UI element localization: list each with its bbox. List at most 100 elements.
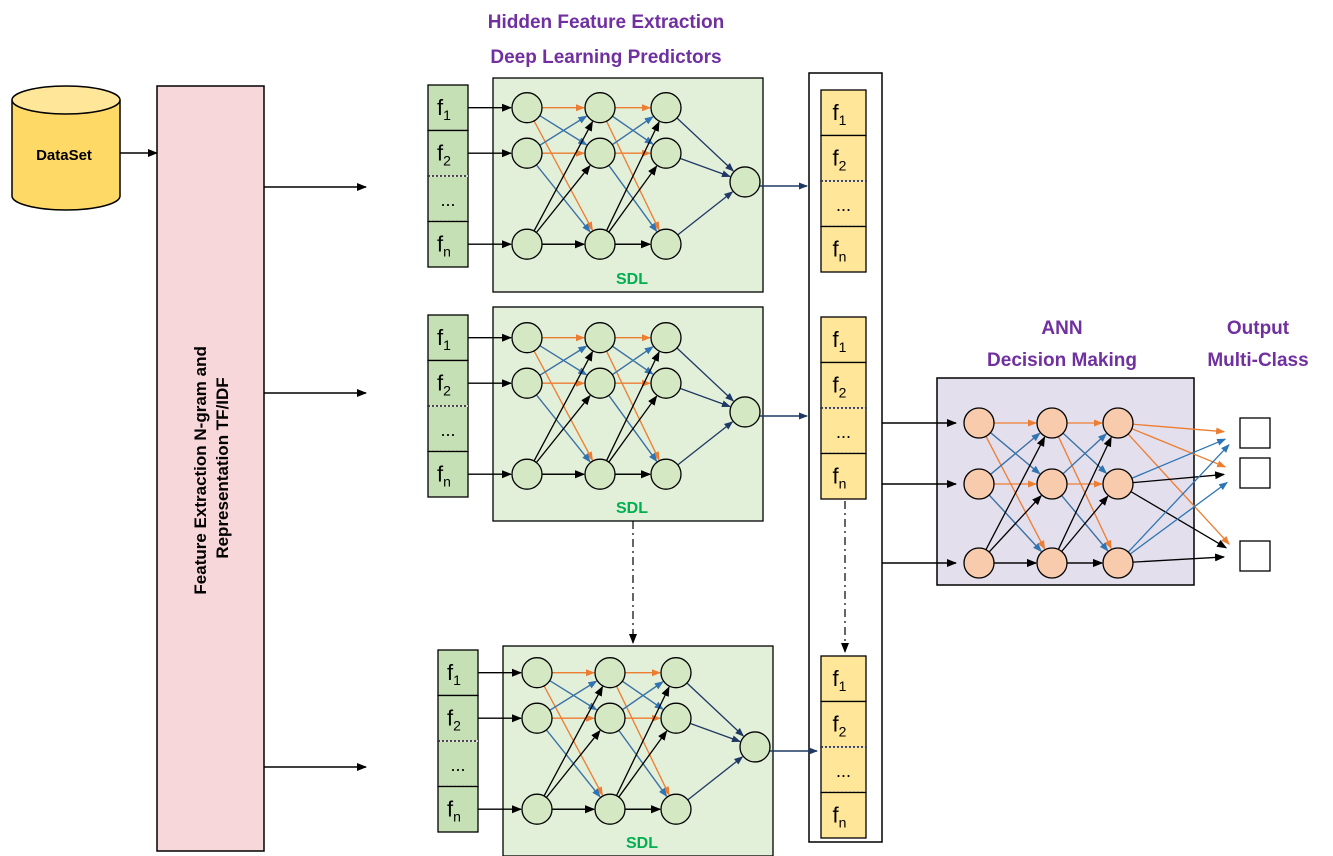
feature-subscript: 1: [839, 339, 847, 355]
sdl-label: SDL: [616, 500, 648, 517]
output-title-line1: Output: [1227, 318, 1290, 339]
feature-label-fn: fn: [437, 231, 451, 259]
ann-title-line1: ANN: [1041, 318, 1082, 339]
feature-subscript: n: [839, 475, 847, 491]
edge-blue: [990, 432, 1041, 475]
edge-output: [1131, 438, 1227, 479]
feature-base: f: [833, 145, 840, 170]
edge-blue: [611, 346, 654, 376]
edge-black: [533, 350, 594, 462]
edge-black: [615, 686, 670, 796]
feature-cell-fn: [427, 220, 469, 268]
neuron-node: [594, 702, 626, 734]
feature-subscript: 2: [443, 382, 451, 398]
neuron-node: [660, 702, 692, 734]
ann-network: [963, 407, 1230, 579]
edge-output: [686, 682, 745, 737]
feature-subscript: n: [839, 814, 847, 830]
feature-subscript: 1: [453, 672, 461, 688]
edge-blue: [1062, 433, 1107, 475]
neuron-node: [650, 228, 682, 260]
feature-base: f: [833, 463, 840, 488]
feature-cell-fn: [437, 785, 479, 833]
edge-output-orange: [1132, 423, 1226, 435]
neuron-node: [521, 702, 553, 734]
neuron-node: [521, 793, 553, 825]
feature-extraction-box: [156, 85, 265, 852]
edge-output-orange: [1127, 433, 1230, 545]
edge-output: [689, 722, 741, 743]
edge-black: [1061, 495, 1109, 552]
neuron-node: [1036, 468, 1068, 500]
edge-output: [1130, 491, 1228, 549]
neuron-node: [650, 367, 682, 399]
edge-black: [985, 436, 1046, 551]
edge-output: [1129, 481, 1228, 555]
edge-output: [676, 117, 735, 172]
edge-output: [677, 421, 734, 466]
output-title-line2: Multi-Class: [1207, 350, 1308, 371]
feature-subscript: 2: [839, 384, 847, 400]
neuron-node: [584, 228, 616, 260]
network-layer: SDLf1f2...fnSDLf1f2...fnSDLf1f2...fnf1f2…: [427, 77, 1271, 856]
neuron-node: [650, 458, 682, 490]
neuron-node: [739, 731, 771, 763]
feature-base: f: [437, 370, 444, 395]
neuron-node: [660, 657, 692, 689]
neuron-node: [511, 137, 543, 169]
feature-base: f: [447, 705, 454, 730]
output-class-box-1: [1239, 417, 1271, 449]
output-class-box-2: [1239, 457, 1271, 489]
output-class-box-3: [1239, 540, 1271, 572]
feature-label-fn: fn: [833, 802, 847, 830]
feature-cell-dots: [820, 407, 867, 455]
feature-base: f: [833, 327, 840, 352]
neuron-node: [729, 166, 761, 198]
feature-label-f1: f1: [447, 660, 461, 688]
feature-label-f2: f2: [833, 145, 847, 173]
feature-label-dots: ...: [836, 195, 851, 215]
edge-black: [608, 395, 658, 463]
feature-base: f: [437, 325, 444, 350]
edge-output: [679, 157, 731, 178]
feature-label-dots: ...: [440, 190, 455, 210]
edge-black: [618, 730, 668, 798]
feature-base: f: [437, 140, 444, 165]
edge-output: [1132, 553, 1226, 563]
edge-output: [687, 756, 744, 801]
sdl-block-1: SDL: [468, 77, 808, 293]
concat-bar: [808, 72, 883, 843]
hidden-title-line1: Hidden Feature Extraction: [488, 12, 725, 33]
feature-subscript: 1: [443, 337, 451, 353]
neuron-node: [521, 657, 553, 689]
neuron-node: [963, 407, 995, 439]
feature-cell-f1: [820, 655, 867, 703]
feature-label-dots: ...: [836, 422, 851, 442]
feature-label-f1: f1: [437, 325, 451, 353]
sdl-block-3: SDL: [478, 645, 818, 856]
feature-label-f1: f1: [437, 95, 451, 123]
feature-label-fn: fn: [833, 236, 847, 264]
neuron-node: [1102, 407, 1134, 439]
feature-cell-fn: [820, 791, 867, 839]
feature-label-f1: f1: [833, 327, 847, 355]
neuron-node: [963, 547, 995, 579]
feature-cell-dots: [427, 405, 469, 453]
edge-black: [535, 394, 591, 463]
sdl-label: SDL: [616, 271, 648, 288]
hidden-title-line2: Deep Learning Predictors: [490, 47, 721, 68]
edge-output: [679, 387, 731, 408]
feature-cell-fn: [820, 225, 867, 273]
feature-label-f2: f2: [437, 140, 451, 168]
neuron-node: [584, 137, 616, 169]
feature-extraction-line2: Representation TF/IDF: [213, 377, 232, 558]
neuron-node: [511, 458, 543, 490]
feature-label-fn: fn: [833, 463, 847, 491]
edge-output: [1132, 471, 1226, 484]
feature-subscript: n: [443, 473, 451, 489]
feature-label-f1: f1: [833, 100, 847, 128]
feature-subscript: 1: [839, 112, 847, 128]
neuron-node: [511, 322, 543, 354]
feature-subscript: n: [443, 243, 451, 259]
